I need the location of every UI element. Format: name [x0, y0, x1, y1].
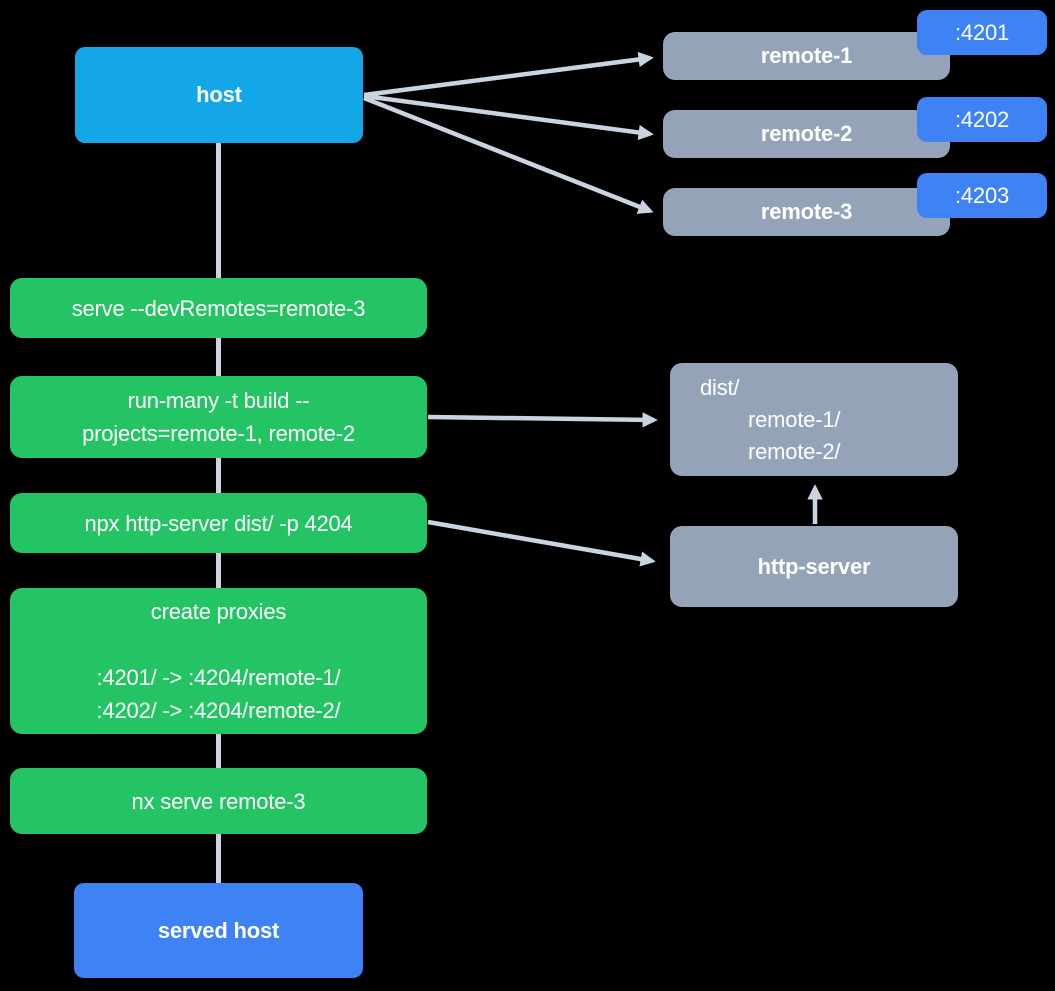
step-create-proxies: create proxies :4201/ -> :4204/remote-1/… [10, 588, 427, 734]
remote-2-node: remote-2 [663, 110, 950, 158]
port-badge-4201: :4201 [917, 10, 1047, 55]
host-node: host [75, 47, 363, 143]
serve-command-label: serve --devRemotes=remote-3 [71, 295, 366, 321]
run-many-command-line1: run-many -t build -- [127, 388, 310, 413]
remote-1-node: remote-1 [663, 32, 950, 80]
served-host-node: served host [74, 883, 363, 978]
port-badge-4203: :4203 [917, 173, 1047, 218]
create-proxies-title: create proxies [150, 599, 287, 624]
step-serve-dev-remotes: serve --devRemotes=remote-3 [10, 278, 427, 338]
step-npx-http-server: npx http-server dist/ -p 4204 [10, 493, 427, 553]
http-server-label: http-server [757, 553, 871, 579]
dist-folder-node: dist/ remote-1/ remote-2/ [670, 363, 958, 476]
nx-serve-command-label: nx serve remote-3 [131, 788, 306, 814]
port-4201-label: :4201 [954, 19, 1010, 45]
arrow-host-to-remote-3 [363, 95, 654, 214]
remote-3-label: remote-3 [760, 199, 853, 224]
port-badge-4202: :4202 [917, 97, 1047, 142]
remote-3-node: remote-3 [663, 188, 950, 236]
remote-2-label: remote-2 [760, 121, 853, 146]
arrow-host-to-remote-2 [363, 93, 654, 141]
served-host-label: served host [157, 917, 280, 943]
dist-folder-label: dist/ [700, 374, 740, 400]
http-server-command-label: npx http-server dist/ -p 4204 [84, 510, 353, 536]
dist-remote-1-entry: remote-1/ [748, 406, 841, 432]
run-many-command-line2: projects=remote-1, remote-2 [82, 421, 355, 446]
step-run-many-build: run-many -t build -- projects=remote-1, … [10, 376, 427, 458]
host-label: host [196, 82, 242, 107]
arrow-http-cmd-to-http-server [427, 519, 656, 567]
port-4203-label: :4203 [954, 182, 1010, 208]
proxy-rule-4202: :4202/ -> :4204/remote-2/ [96, 698, 341, 723]
arrow-host-to-remote-1 [363, 51, 654, 98]
arrow-run-many-to-dist [427, 412, 658, 428]
dist-remote-2-entry: remote-2/ [748, 438, 841, 464]
step-nx-serve-remote-3: nx serve remote-3 [10, 768, 427, 834]
port-4202-label: :4202 [954, 106, 1010, 132]
proxy-rule-4201: :4201/ -> :4204/remote-1/ [96, 665, 341, 690]
http-server-node: http-server [670, 526, 958, 607]
remote-1-label: remote-1 [760, 43, 853, 68]
